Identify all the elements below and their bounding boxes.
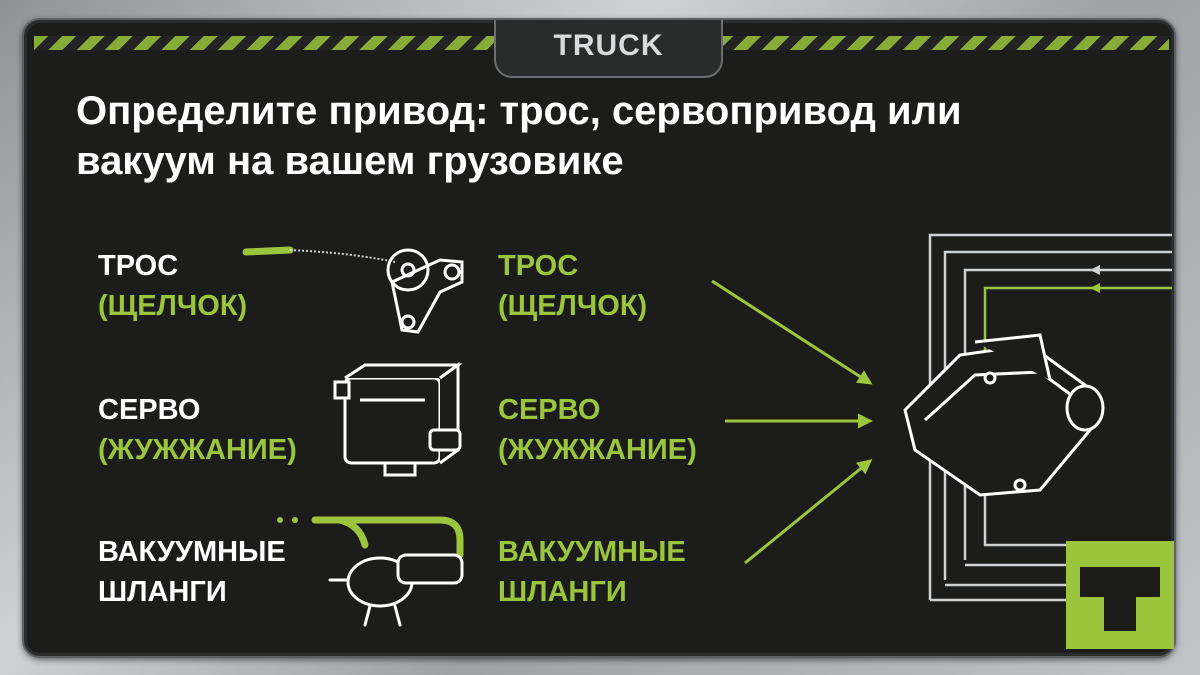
servo-motor-icon (333, 362, 463, 477)
brand-logo-icon (1066, 541, 1174, 649)
right-label-vacuum: ВАКУУМНЫЕ ШЛАНГИ (498, 532, 686, 612)
right-label-servo-line2: (ЖУЖЖАНИЕ) (498, 434, 697, 466)
right-label-cable-line1: ТРОС (498, 250, 579, 282)
info-panel: TRUCK (22, 18, 1176, 658)
cable-actuator-icon (242, 246, 464, 334)
category-tab-label: TRUCK (553, 29, 664, 62)
left-label-vacuum: ВАКУУМНЫЕ ШЛАНГИ (98, 532, 286, 612)
arrow-icon (711, 279, 873, 385)
left-label-cable-sound: (ЩЕЛЧОК) (98, 290, 248, 322)
right-label-servo: СЕРВО (ЖУЖЖАНИЕ) (498, 390, 697, 470)
left-label-vacuum-line1: ВАКУУМНЫЕ (98, 536, 286, 568)
left-label-servo: СЕРВО (ЖУЖЖАНИЕ) (98, 390, 297, 470)
left-label-cable: ТРОС (ЩЕЛЧОК) (98, 246, 247, 326)
hazard-stripe-left (34, 36, 494, 50)
right-label-cable-line2: (ЩЕЛЧОК) (498, 290, 648, 322)
left-label-servo-name: СЕРВО (98, 394, 201, 426)
left-label-vacuum-line2: ШЛАНГИ (98, 576, 227, 608)
arrow-icon (744, 459, 873, 565)
vacuum-actuator-icon (277, 516, 464, 627)
category-tab: TRUCK (494, 20, 723, 78)
right-label-vacuum-line2: ШЛАНГИ (498, 576, 627, 608)
right-label-vacuum-line1: ВАКУУМНЫЕ (498, 536, 686, 568)
left-label-cable-name: ТРОС (98, 250, 179, 282)
right-label-cable: ТРОС (ЩЕЛЧОК) (498, 246, 647, 326)
left-label-servo-sound: (ЖУЖЖАНИЕ) (98, 434, 297, 466)
page-title: Определите привод: трос, сервопривод или… (76, 89, 962, 183)
right-label-servo-line1: СЕРВО (498, 394, 601, 426)
hazard-stripe-right (719, 36, 1169, 50)
